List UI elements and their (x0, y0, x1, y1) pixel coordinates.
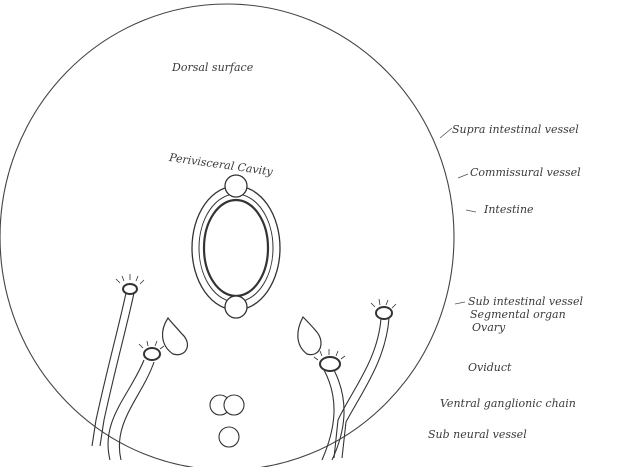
segmental-organ-right (334, 299, 396, 458)
label-ovary: Ovary (472, 322, 505, 333)
label-supra-intestinal-vessel: Supra intestinal vessel (452, 124, 579, 135)
label-dorsal-surface: Dorsal surface (172, 62, 253, 73)
sub-neural-vessel (219, 427, 239, 447)
leader-lines (440, 128, 476, 304)
label-oviduct: Oviduct (468, 362, 511, 373)
supra-intestinal-vessel (225, 175, 247, 197)
label-sub-intestinal-vessel: Sub intestinal vessel (468, 296, 583, 307)
oviduct-left (108, 341, 164, 460)
ventral-ganglionic-chain (210, 395, 244, 415)
label-segmental-organ: Segmental organ (470, 309, 566, 320)
label-intestine: Intestine (484, 204, 534, 215)
ovary-left (163, 318, 188, 355)
segmental-organ-left (92, 274, 144, 446)
sub-intestinal-vessel (225, 296, 247, 318)
label-commissural-vessel: Commissural vessel (470, 167, 581, 178)
ovary-right (298, 317, 321, 355)
intestine (192, 186, 280, 310)
label-sub-neural-vessel: Sub neural vessel (428, 429, 527, 440)
label-ventral-ganglionic-chain: Ventral ganglionic chain (440, 398, 576, 409)
oviduct-right (314, 349, 345, 460)
